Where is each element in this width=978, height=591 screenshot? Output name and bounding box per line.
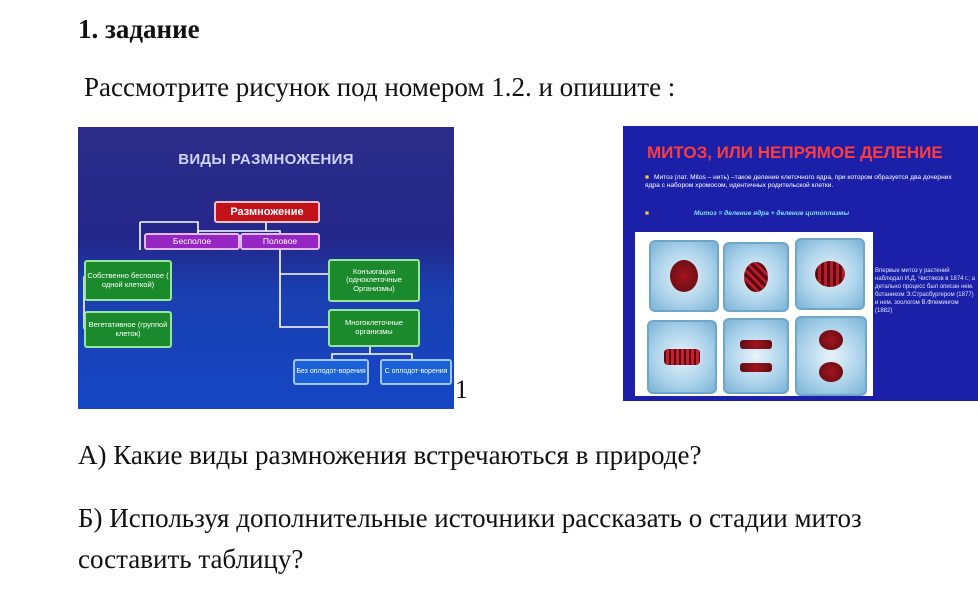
question-b-line2: составить таблицу? <box>78 544 304 574</box>
nucleus <box>819 330 843 350</box>
question-b-line1: Б) Используя дополнительные источники ра… <box>78 503 862 533</box>
node-asexual-proper: Собственно бесполое ( одной клеткой) <box>84 260 172 301</box>
nucleus <box>819 362 843 382</box>
cell-daughter-cells <box>795 316 867 396</box>
question-a: А) Какие виды размножения встречаються в… <box>78 440 702 470</box>
bullet-icon: ■ <box>645 174 649 181</box>
mitosis-slide-image: МИТОЗ, ИЛИ НЕПРЯМОЕ ДЕЛЕНИЕ ■Митоз (лат.… <box>623 126 978 401</box>
nucleus <box>740 340 772 349</box>
node-sexual: Половое <box>240 233 320 250</box>
nucleus <box>740 363 772 372</box>
slide-mitosis-title: МИТОЗ, ИЛИ НЕПРЯМОЕ ДЕЛЕНИЕ <box>647 143 943 162</box>
bullet-icon: ■ <box>645 210 649 217</box>
cell-prophase <box>649 240 719 312</box>
figure-number: 1 <box>455 375 468 404</box>
task-intro: Рассмотрите рисунок под номером 1.2. и о… <box>84 72 676 102</box>
cell-telophase <box>723 318 789 394</box>
reproduction-diagram-image: ВИДЫ РАЗМНОЖЕНИЯ Размножение Бесполое По… <box>78 127 454 409</box>
chromosomes <box>744 262 768 292</box>
mitosis-history-text: Впервые митоз у растений наблюдал И.Д. Ч… <box>875 268 975 315</box>
mitosis-formula-text: Митоз = деление ядра + деление цитоплазм… <box>693 210 850 217</box>
node-without-fertilization: Без оплодот-ворения <box>293 359 369 385</box>
node-vegetative: Вегетативное (группой клеток) <box>84 311 172 348</box>
node-conjugation: Конъюгация (одноклеточные Организмы) <box>328 259 420 302</box>
mitosis-cells-photo <box>635 232 873 396</box>
nucleus <box>670 260 698 292</box>
node-with-fertilization: С оплодот-ворения <box>380 359 452 385</box>
node-asexual: Бесполое <box>144 233 240 250</box>
mitosis-formula: ■ Митоз = деление ядра + деление цитоплаз… <box>645 210 965 218</box>
mitosis-definition: ■Митоз (лат. Mitos – нить) –такое делени… <box>645 174 965 190</box>
chromosomes <box>815 261 845 287</box>
cell-metaphase <box>795 238 865 310</box>
task-heading: 1. задание <box>78 14 200 44</box>
node-reproduction: Размножение <box>214 201 320 223</box>
node-multicellular: Многоклеточные организмы <box>328 309 420 347</box>
mitosis-definition-text: Митоз (лат. Mitos – нить) –такое деление… <box>645 174 952 190</box>
chromosomes <box>664 349 700 365</box>
cell-prometaphase <box>723 242 789 312</box>
slide-reproduction-title: ВИДЫ РАЗМНОЖЕНИЯ <box>178 151 354 168</box>
cell-anaphase <box>647 320 717 394</box>
